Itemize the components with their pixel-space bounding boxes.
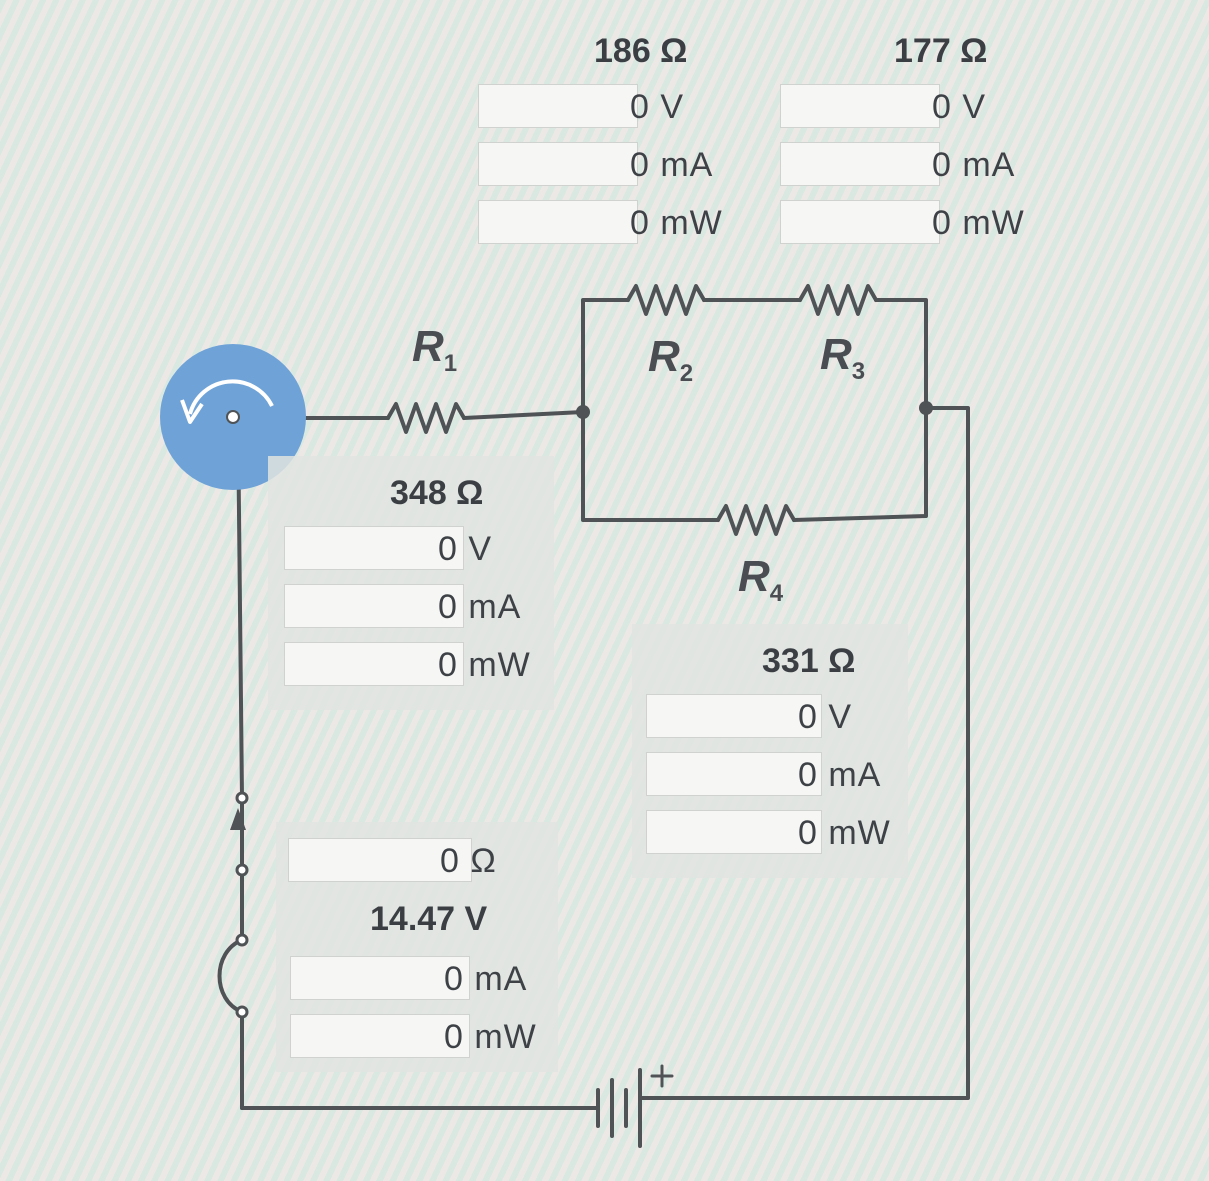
source-resistance-value: 0 Ω — [440, 842, 497, 880]
r2-current-value: 0 mA — [630, 146, 714, 184]
r4-current-field[interactable] — [646, 752, 822, 796]
wire-right-return — [658, 406, 970, 1100]
resistor-r1 — [386, 402, 466, 434]
r1-power-field[interactable] — [284, 642, 464, 686]
r1-resistance: 348 Ω — [390, 474, 484, 512]
r3-voltage-field[interactable] — [780, 84, 940, 128]
r4-voltage-field[interactable] — [646, 694, 822, 738]
r1-voltage-value: 0 V — [438, 530, 493, 568]
r3-current-value: 0 mA — [932, 146, 1016, 184]
fuse-symbol — [217, 938, 244, 1014]
source-current-field[interactable] — [290, 956, 470, 1000]
r2-power-field[interactable] — [478, 200, 638, 244]
wire-right-top — [874, 298, 928, 410]
battery-plus-sign — [650, 1064, 674, 1088]
r1-current-value: 0 mA — [438, 588, 522, 626]
r1-current-field[interactable] — [284, 584, 464, 628]
r1-power-value: 0 mW — [438, 646, 531, 684]
r2-voltage-value: 0 V — [630, 88, 685, 126]
r4-resistance: 331 Ω — [762, 642, 856, 680]
rotate-arrow-icon — [180, 379, 274, 424]
r3-resistance: 177 Ω — [894, 32, 988, 70]
r3-voltage-value: 0 V — [932, 88, 987, 126]
r4-voltage-value: 0 V — [798, 698, 853, 736]
r4-current-value: 0 mA — [798, 756, 882, 794]
label-r3: R3 — [820, 330, 866, 385]
r3-power-value: 0 mW — [932, 204, 1025, 242]
r2-resistance: 186 Ω — [594, 32, 688, 70]
wire-left-bottom — [581, 410, 720, 522]
source-resistance-field[interactable] — [288, 838, 472, 882]
label-r1: R1 — [412, 322, 458, 377]
label-r4: R4 — [738, 552, 784, 607]
source-power-value: 0 mW — [444, 1018, 537, 1056]
r2-voltage-field[interactable] — [478, 84, 638, 128]
resistor-r4 — [716, 504, 796, 536]
source-voltage: 14.47 V — [370, 900, 488, 938]
r2-power-value: 0 mW — [630, 204, 723, 242]
wire-r1-to-junction — [462, 410, 585, 420]
r3-current-field[interactable] — [780, 142, 940, 186]
resistor-r3 — [798, 284, 878, 316]
r2-current-field[interactable] — [478, 142, 638, 186]
source-power-field[interactable] — [290, 1014, 470, 1058]
battery-symbol — [596, 1068, 642, 1148]
resistor-r2 — [626, 284, 706, 316]
wire-left-top — [581, 298, 630, 414]
r4-power-value: 0 mW — [798, 814, 891, 852]
source-current-value: 0 mA — [444, 960, 528, 998]
label-r2: R2 — [648, 332, 694, 387]
current-arrow — [230, 808, 246, 830]
r3-power-field[interactable] — [780, 200, 940, 244]
wire-right-bottom — [792, 406, 928, 522]
r1-voltage-field[interactable] — [284, 526, 464, 570]
r4-power-field[interactable] — [646, 810, 822, 854]
